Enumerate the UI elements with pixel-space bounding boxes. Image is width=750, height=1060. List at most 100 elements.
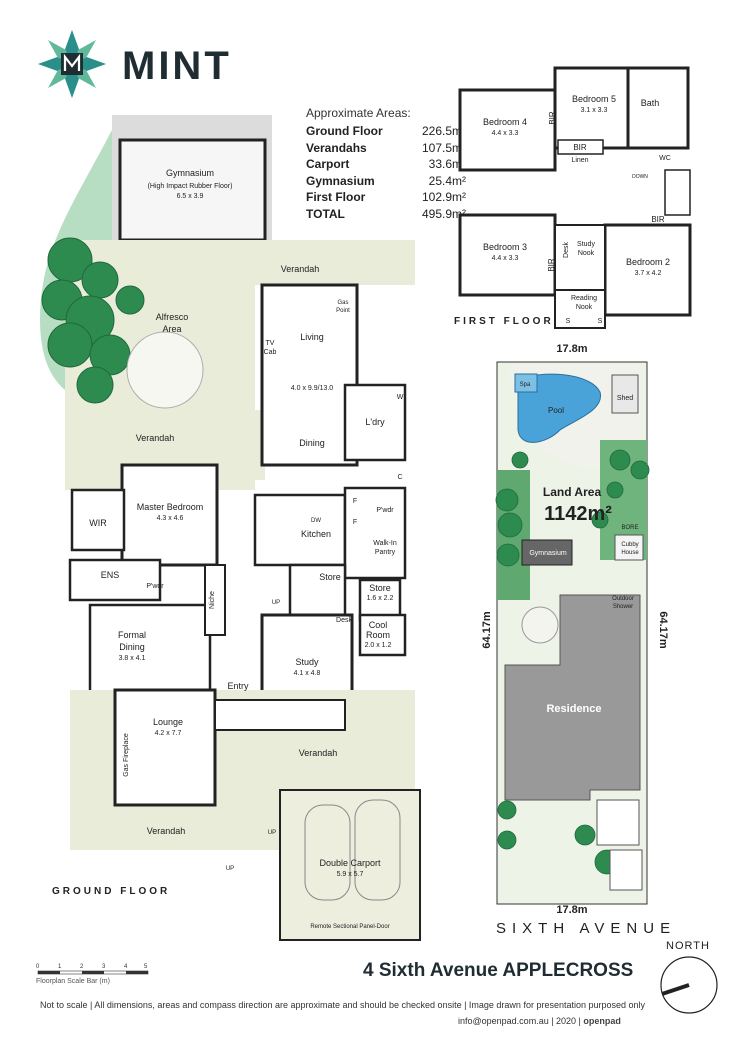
svg-text:Point: Point	[336, 308, 350, 314]
svg-text:P'wdr: P'wdr	[146, 583, 164, 590]
svg-text:Pantry: Pantry	[375, 549, 396, 556]
svg-text:Verandah: Verandah	[136, 433, 175, 443]
svg-text:Bedroom 4: Bedroom 4	[483, 117, 527, 127]
svg-text:UP: UP	[226, 866, 234, 872]
svg-text:Entry: Entry	[227, 681, 249, 691]
svg-text:Cool: Cool	[369, 620, 388, 630]
svg-text:4.0 x 9.9/13.0: 4.0 x 9.9/13.0	[291, 385, 334, 392]
svg-text:0: 0	[36, 964, 40, 970]
svg-text:Remote Sectional Panel-Door: Remote Sectional Panel-Door	[310, 924, 389, 930]
svg-text:17.8m: 17.8m	[556, 904, 587, 916]
svg-text:L'dry: L'dry	[365, 417, 385, 427]
svg-text:WC: WC	[659, 155, 671, 162]
svg-text:TV: TV	[266, 340, 275, 347]
scale-label: Floorplan Scale Bar (m)	[36, 978, 110, 985]
svg-text:Cab: Cab	[264, 349, 277, 356]
svg-text:Niche: Niche	[209, 591, 216, 609]
svg-text:F: F	[353, 519, 357, 526]
svg-text:4.2 x 7.7: 4.2 x 7.7	[155, 730, 182, 737]
formal-dining	[88, 603, 212, 697]
svg-text:Outdoor: Outdoor	[612, 596, 634, 602]
svg-text:4.1 x 4.8: 4.1 x 4.8	[294, 670, 321, 677]
svg-text:Room: Room	[366, 630, 390, 640]
verandah-top	[185, 240, 415, 285]
svg-text:Gas: Gas	[337, 300, 348, 306]
svg-text:Bath: Bath	[641, 98, 660, 108]
gym-room	[118, 138, 267, 242]
svg-text:1.6 x 2.2: 1.6 x 2.2	[367, 595, 394, 602]
svg-text:F: F	[353, 498, 357, 505]
cubby	[614, 534, 644, 561]
ensuite	[68, 558, 162, 602]
svg-text:Bedroom 2: Bedroom 2	[626, 257, 670, 267]
areas-heading: Approximate Areas:	[306, 106, 411, 120]
svg-text:Land Area: Land Area	[543, 485, 602, 499]
svg-text:ENS: ENS	[101, 570, 120, 580]
svg-text:Linen: Linen	[571, 157, 588, 164]
svg-text:Walk-In: Walk-In	[373, 540, 397, 547]
site-gym	[521, 539, 573, 566]
svg-text:64.17m: 64.17m	[481, 611, 493, 649]
umbrella	[126, 331, 204, 409]
svg-text:BIR: BIR	[651, 215, 665, 224]
residence-shape	[504, 594, 641, 801]
svg-text:4.4 x 3.3: 4.4 x 3.3	[492, 130, 519, 137]
svg-text:17.8m: 17.8m	[556, 343, 587, 355]
svg-text:1: 1	[58, 964, 62, 970]
svg-text:BORE: BORE	[621, 525, 638, 531]
property-address: 4 Sixth Avenue APPLECROSS	[363, 960, 634, 981]
gym-label: Gymnasium	[166, 168, 214, 178]
svg-text:2.0 x 1.2: 2.0 x 1.2	[365, 642, 392, 649]
brand-name: MINT	[122, 44, 232, 88]
svg-text:Gas Fireplace: Gas Fireplace	[123, 733, 130, 777]
svg-text:Store: Store	[319, 572, 341, 582]
svg-text:Store: Store	[369, 583, 391, 593]
svg-text:2: 2	[80, 964, 84, 970]
svg-text:4.4 x 3.3: 4.4 x 3.3	[492, 255, 519, 262]
north-label: NORTH	[666, 940, 710, 952]
svg-text:Dining: Dining	[299, 438, 325, 448]
svg-text:S: S	[598, 318, 603, 325]
svg-text:Cubby: Cubby	[621, 542, 638, 548]
svg-text:UP: UP	[268, 830, 276, 836]
svg-text:Double Carport: Double Carport	[319, 858, 381, 868]
svg-text:Desk: Desk	[336, 617, 352, 624]
svg-text:Study: Study	[295, 657, 319, 667]
mint-logo	[38, 30, 106, 98]
svg-text:5: 5	[144, 964, 148, 970]
laundry	[343, 383, 407, 462]
svg-text:Dining: Dining	[119, 642, 145, 652]
svg-text:4.3 x 4.6: 4.3 x 4.6	[157, 515, 184, 522]
svg-text:BIR: BIR	[573, 143, 587, 152]
store	[288, 563, 347, 617]
svg-text:(High Impact Rubber Floor): (High Impact Rubber Floor)	[148, 183, 233, 190]
svg-text:4: 4	[124, 964, 128, 970]
svg-text:Study: Study	[577, 241, 595, 248]
svg-text:Shed: Shed	[617, 395, 633, 402]
first-floor-label: FIRST FLOOR	[454, 316, 554, 327]
svg-text:UP: UP	[272, 600, 280, 606]
svg-text:Area: Area	[162, 324, 181, 334]
wir	[70, 488, 126, 552]
credit: info@openpad.com.au | 2020 | openpad	[458, 1016, 621, 1026]
svg-text:P'wdr: P'wdr	[376, 507, 394, 514]
svg-text:Kitchen: Kitchen	[301, 529, 331, 539]
svg-text:House: House	[621, 550, 639, 556]
svg-text:Desk: Desk	[563, 242, 570, 258]
living-room	[260, 283, 359, 467]
street-name: SIXTH AVENUE	[496, 920, 677, 937]
svg-text:Nook: Nook	[578, 250, 595, 257]
svg-text:Nook: Nook	[576, 304, 593, 311]
lounge	[113, 688, 217, 807]
svg-text:3.7 x 4.2: 3.7 x 4.2	[635, 270, 662, 277]
